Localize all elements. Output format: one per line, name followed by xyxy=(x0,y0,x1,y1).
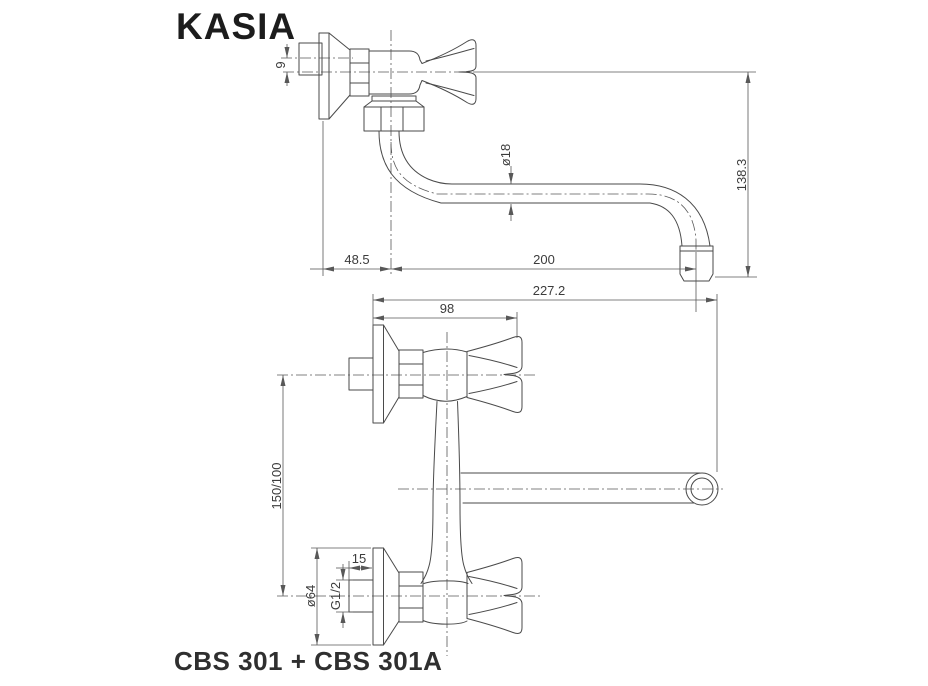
side-view-dimensions: 9 ø18 48.5 200 138.3 xyxy=(273,44,757,278)
dim-15-label: 15 xyxy=(352,551,366,566)
side-view-washer xyxy=(363,95,425,108)
side-view-wall-stub xyxy=(298,42,323,76)
front-view-dimensions: 227.2 98 150/100 ø64 15 G1/2 xyxy=(269,283,718,646)
side-view-handle-detail xyxy=(425,48,475,96)
dim-98-label: 98 xyxy=(440,301,454,316)
dim-g12-label: G1/2 xyxy=(328,582,343,610)
dim-227-label: 227.2 xyxy=(533,283,566,298)
side-view-spout-axis xyxy=(390,141,697,250)
dim-138-label: 138.3 xyxy=(734,159,749,192)
front-view-top-flange-plate xyxy=(372,324,384,424)
front-view-bottom-valve-body xyxy=(422,580,469,625)
front-view-top-flange-cone xyxy=(383,324,400,424)
side-view-spout-outer-edge xyxy=(378,130,683,247)
dim-o64-label: ø64 xyxy=(303,585,318,607)
side-view-valve-body xyxy=(368,50,423,95)
drawing-title: KASIA xyxy=(176,6,297,47)
front-view-top-handle xyxy=(466,336,523,413)
side-view-aerator xyxy=(679,245,714,282)
side-view-flange-plate xyxy=(318,32,330,120)
front-view-spout-end-inner xyxy=(690,477,714,501)
dim-9-label: 9 xyxy=(273,61,288,68)
dim-200-label: 200 xyxy=(533,252,555,267)
side-view-spout-nut xyxy=(363,106,425,132)
front-view-bottom-handle xyxy=(466,557,523,634)
front-view-bottom-flange-cone xyxy=(383,547,400,646)
front-view-column xyxy=(420,401,473,584)
side-view xyxy=(281,30,756,312)
front-view-bottom-hex-nut xyxy=(398,571,424,623)
front-view-top-stub xyxy=(348,357,374,391)
product-code: CBS 301 + CBS 301A xyxy=(174,646,443,676)
dim-150-label: 150/100 xyxy=(269,463,284,510)
front-view xyxy=(277,324,723,656)
side-view-spout-inner-edge xyxy=(398,130,711,247)
front-view-top-valve-body xyxy=(422,348,468,402)
front-view-bottom-flange-plate xyxy=(372,547,384,646)
dim-o18-label: ø18 xyxy=(498,144,513,166)
front-view-top-hex-nut xyxy=(398,349,424,399)
front-view-spout-tube xyxy=(460,472,701,504)
front-view-bottom-handle-detail xyxy=(468,576,518,615)
side-view-handle xyxy=(421,39,477,105)
front-view-spout-end-outer xyxy=(685,472,719,506)
side-view-flange-cone xyxy=(328,32,351,120)
front-view-top-handle-detail xyxy=(468,355,518,394)
side-view-hex-nut xyxy=(349,48,370,97)
dim-48-label: 48.5 xyxy=(344,252,369,267)
